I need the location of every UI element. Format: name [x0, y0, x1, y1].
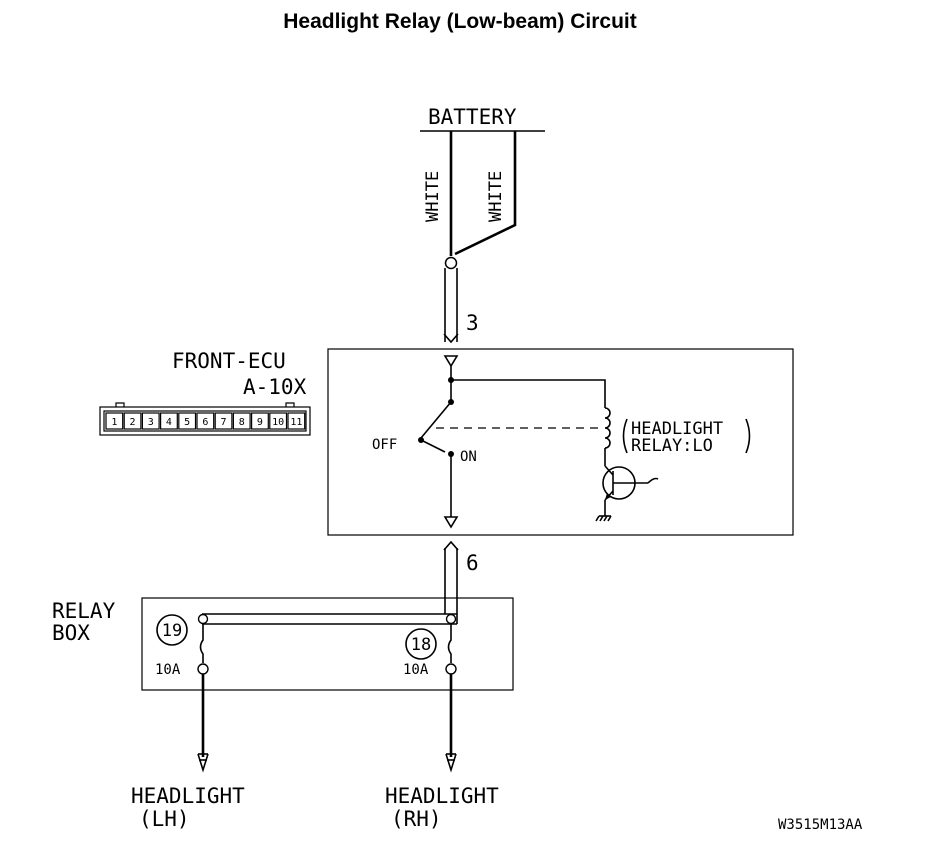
transistor-icon	[602, 465, 659, 516]
connector-pin-number: 11	[290, 417, 302, 428]
connector-pin-cell	[105, 412, 124, 430]
wire-color-right: WHITE	[486, 171, 506, 222]
connector-pin-cell	[214, 412, 233, 430]
connector-pin-number: 1	[111, 417, 117, 428]
ecu-name: FRONT-ECU	[172, 349, 286, 373]
connector-pin-number: 8	[239, 417, 245, 428]
connector-pin-number: 2	[130, 417, 136, 428]
connector-pin-top: 3	[466, 311, 479, 335]
fuse-left-rating: 10A	[155, 662, 181, 678]
output-wire-left	[197, 674, 209, 773]
switch-off-label: OFF	[372, 437, 397, 453]
battery-wires: WHITE WHITE	[423, 131, 517, 270]
connector-pin-bottom: 6	[466, 551, 479, 575]
front-ecu-box: OFF ON HEADLIGHT RELAY:LO	[327, 348, 794, 536]
connector-pin-number: 4	[166, 417, 172, 428]
figure-code: W3515M13AA	[778, 817, 863, 833]
connector-pin-number: 5	[184, 417, 190, 428]
connector-pin-cell	[141, 412, 160, 430]
connector-pin-cell	[251, 412, 269, 430]
switch-on-label: ON	[460, 449, 477, 465]
diagram-title: Headlight Relay (Low-beam) Circuit	[283, 10, 637, 33]
wire-color-left: WHITE	[423, 171, 443, 222]
connector-pin-cell	[178, 412, 197, 430]
fuse-19: 19 10A	[155, 614, 209, 678]
relay-label-line2: RELAY:LO	[631, 436, 713, 456]
front-ecu-label: FRONT-ECU A-10X	[172, 349, 307, 399]
output-left-line1: HEADLIGHT	[131, 784, 245, 808]
ecu-connector-code: A-10X	[243, 375, 307, 399]
connector-pin-cell	[160, 412, 178, 430]
connector-pin-cell	[123, 412, 142, 430]
relay-box: RELAY BOX 19 10A 18 10A	[52, 597, 514, 691]
output-right-line1: HEADLIGHT	[385, 784, 499, 808]
fuse-left-number: 19	[162, 621, 182, 641]
connector-pin-number: 6	[202, 417, 208, 428]
output-right-line2: (RH)	[391, 807, 442, 831]
relay-box-label-line1: RELAY	[52, 599, 116, 623]
battery: BATTERY	[420, 105, 545, 132]
output-wire-right	[445, 674, 457, 773]
splice-point	[444, 256, 458, 270]
connector-pin-cell	[196, 412, 215, 430]
connector-pin-number: 3	[148, 417, 154, 428]
connector-pin-cell	[287, 412, 306, 430]
connector-pin-number: 10	[272, 417, 284, 428]
harness-top: 3	[443, 268, 479, 344]
connector-pin-cell	[269, 412, 288, 430]
relay-coil	[604, 407, 611, 449]
harness-bottom: 6	[443, 540, 479, 614]
connector-pin-cell	[232, 412, 251, 430]
connector-pin-number: 9	[257, 417, 263, 428]
output-left-line2: (LH)	[139, 807, 190, 831]
relay-label-line1: HEADLIGHT	[631, 419, 723, 439]
relay-box-label-line2: BOX	[52, 621, 90, 645]
ground-icon	[595, 515, 612, 522]
fuse-right-number: 18	[411, 635, 431, 655]
fuse-18: 18 10A	[403, 624, 457, 678]
battery-label: BATTERY	[428, 105, 517, 129]
connector-pin-number: 7	[221, 417, 227, 428]
ecu-connector: 1 2 3 4 5 6 7 8 9 10 11	[99, 402, 311, 436]
fuse-right-rating: 10A	[403, 662, 429, 678]
